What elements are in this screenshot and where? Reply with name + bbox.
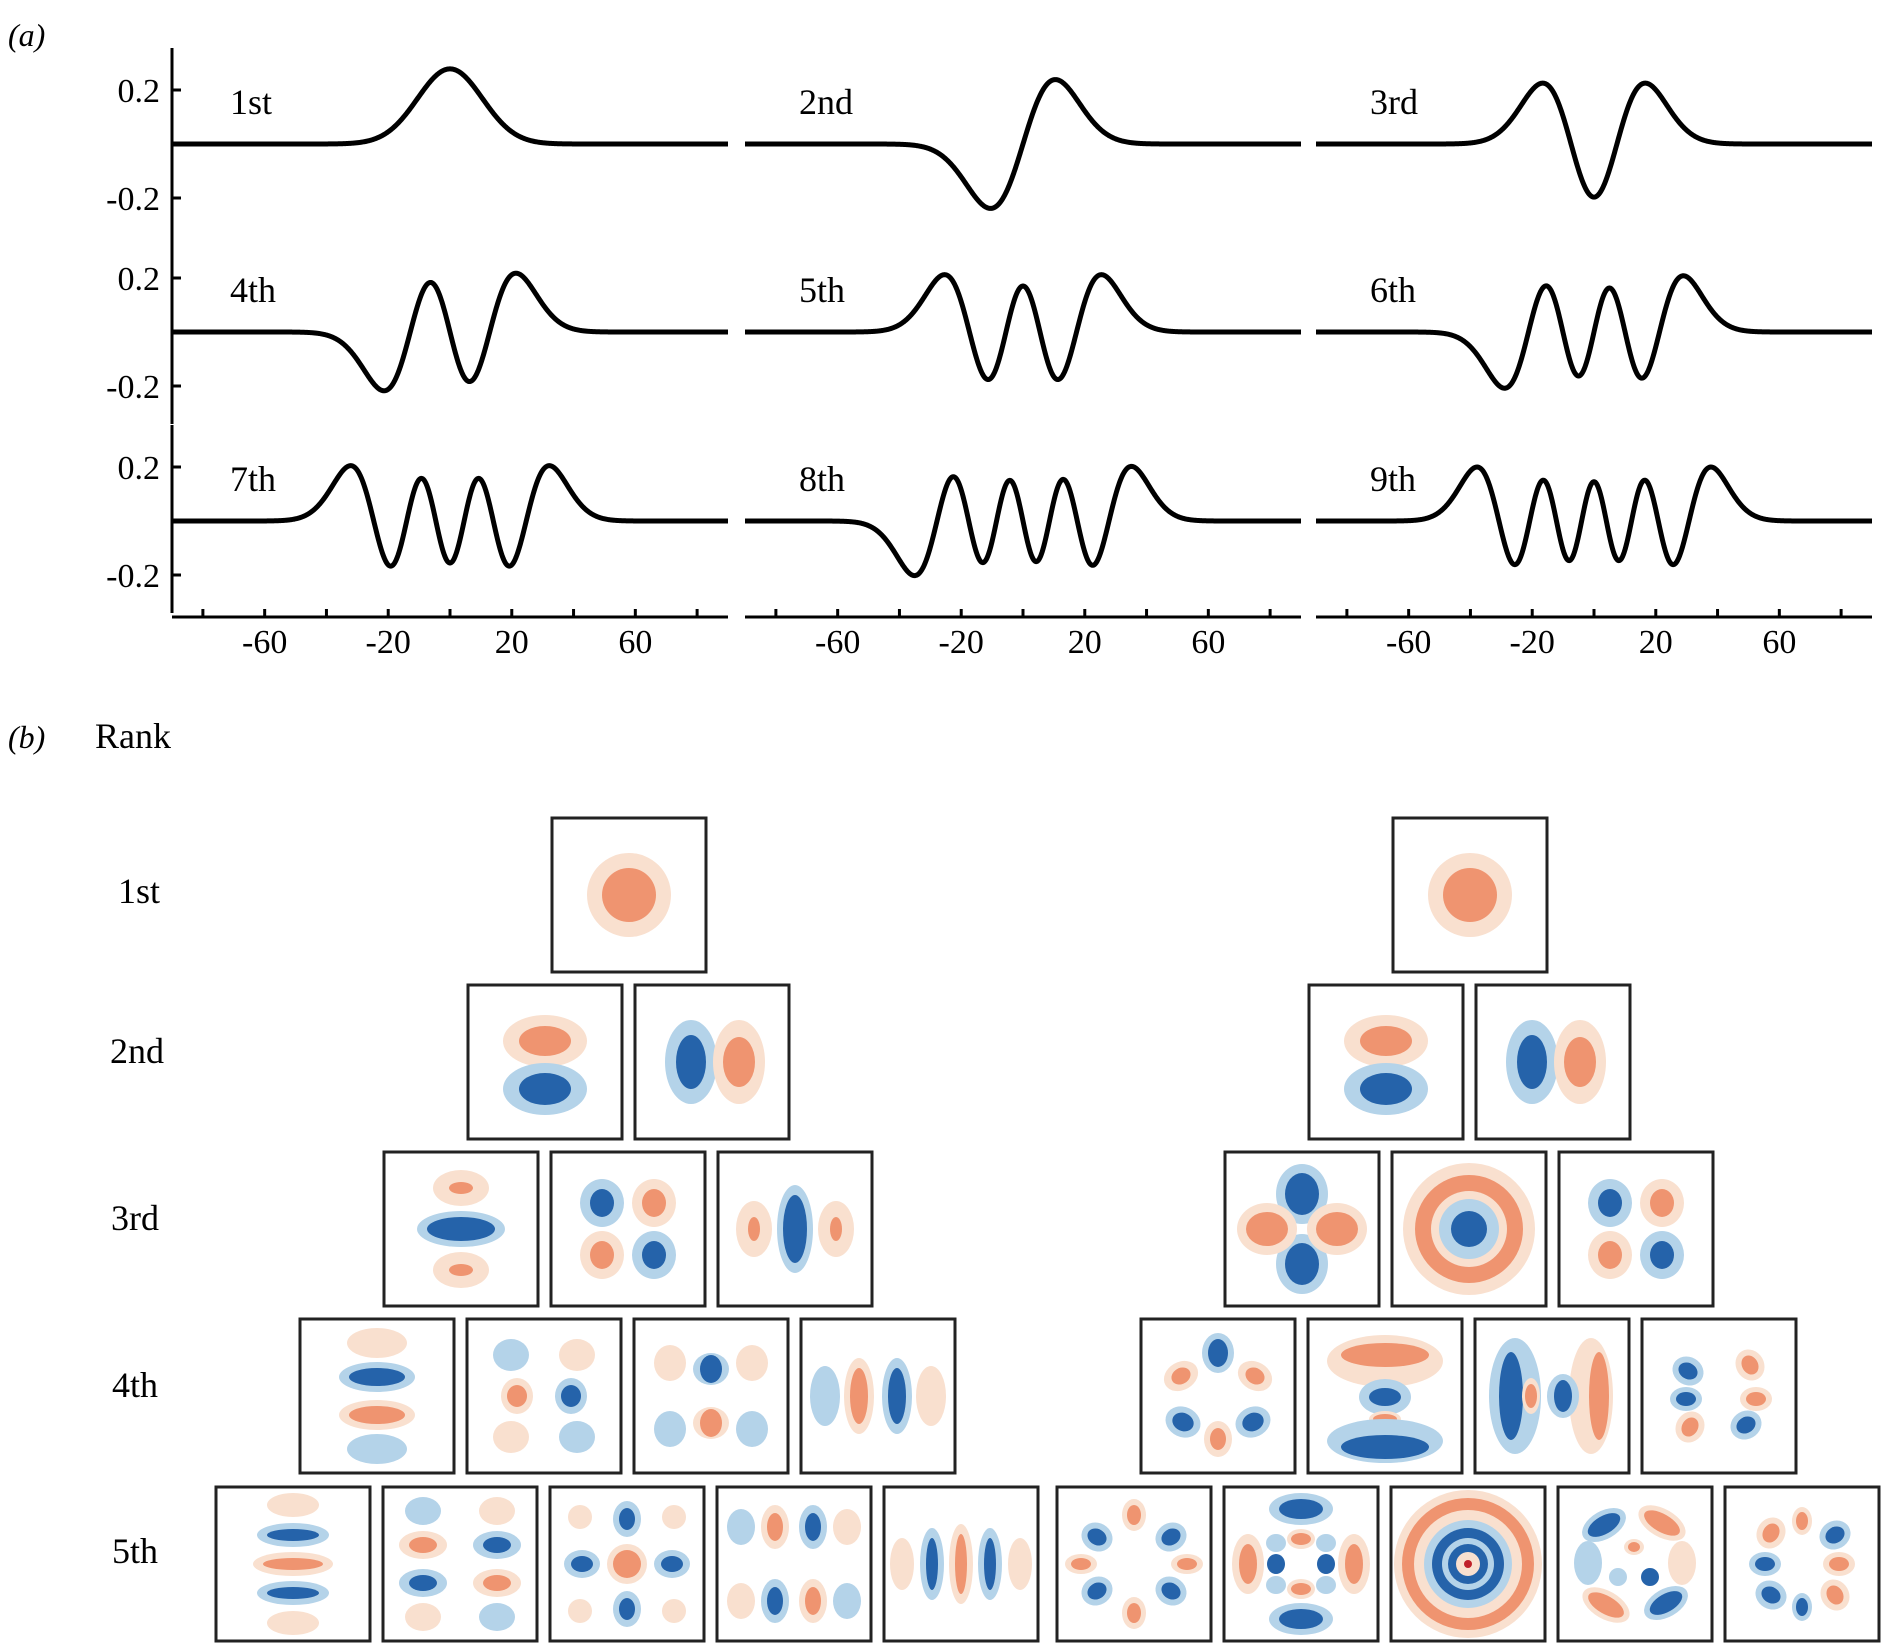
mode-tile-rank4-right-3 — [1473, 1317, 1631, 1475]
mode-tile-rank5-right-3 — [1389, 1485, 1547, 1643]
mode-tile-rank1-right-1 — [1391, 816, 1549, 974]
rank-label-3rd: 3rd — [111, 1198, 159, 1238]
panel-a-line-plots: 1st 2nd 3rd 4th 5th 6th 7th 8th 9th 0.2 -0.2 0.2 -0.… — [106, 48, 1874, 661]
mode-label-5th: 5th — [799, 270, 845, 310]
x-tick-label: 20 — [1639, 624, 1673, 661]
mode-curve-8th — [743, 463, 1303, 579]
y-tick-label: -0.2 — [106, 369, 160, 406]
mode-tile-rank3-left-2 — [549, 1150, 707, 1308]
mode-tile-rank5-left-3 — [548, 1485, 706, 1643]
mode-tile-rank5-left-5 — [882, 1485, 1040, 1643]
mode-curve-5th — [743, 272, 1303, 383]
x-tick-label: -60 — [1386, 624, 1431, 661]
mode-tile-rank2-left-2 — [633, 983, 791, 1141]
x-tick-label: 20 — [1068, 624, 1102, 661]
mode-tile-rank3-right-1 — [1223, 1150, 1381, 1308]
mode-tile-rank5-right-1 — [1055, 1485, 1213, 1643]
mode-curve-3rd — [1314, 80, 1874, 200]
x-tick-label: 60 — [1191, 624, 1225, 661]
mode-label-2nd: 2nd — [799, 82, 853, 122]
mode-tile-rank3-right-3 — [1557, 1150, 1715, 1308]
y-tick-label: 0.2 — [118, 73, 161, 110]
panel-a-label: (a) — [8, 17, 45, 53]
mode-tile-rank4-right-4 — [1640, 1317, 1798, 1475]
mode-tile-rank4-left-3 — [632, 1317, 790, 1475]
x-tick-label: 20 — [495, 624, 529, 661]
mode-tile-rank2-right-1 — [1307, 983, 1465, 1141]
mode-tile-rank3-left-1 — [382, 1150, 540, 1308]
y-tick-label: 0.2 — [118, 450, 161, 487]
mode-tile-rank5-right-5 — [1723, 1485, 1881, 1643]
x-tick-label: -20 — [1510, 624, 1555, 661]
rank-heading: Rank — [95, 716, 171, 756]
mode-label-7th: 7th — [230, 459, 276, 499]
mode-label-4th: 4th — [230, 270, 276, 310]
mode-curve-9th — [1314, 464, 1874, 568]
mode-tile-rank4-left-1 — [298, 1317, 456, 1475]
y-tick-label: -0.2 — [106, 558, 160, 595]
mode-curve-7th — [170, 463, 730, 569]
mode-tile-rank1-left-1 — [550, 816, 708, 974]
mode-curve-4th — [170, 270, 730, 394]
x-tick-label: 60 — [1762, 624, 1796, 661]
y-tick-label: -0.2 — [106, 181, 160, 218]
mode-tile-rank4-right-2 — [1306, 1317, 1464, 1475]
mode-tile-rank5-left-4 — [715, 1485, 873, 1643]
x-tick-label: -60 — [815, 624, 860, 661]
mode-tile-rank3-left-3 — [716, 1150, 874, 1308]
mode-curve-2nd — [743, 77, 1303, 211]
mode-tile-rank4-left-4 — [799, 1317, 957, 1475]
mode-label-6th: 6th — [1370, 270, 1416, 310]
rank-label-2nd: 2nd — [110, 1031, 164, 1071]
y-tick-label: 0.2 — [118, 261, 161, 298]
mode-tile-rank4-left-2 — [465, 1317, 623, 1475]
x-tick-label: 60 — [618, 624, 652, 661]
panel-b-label: (b) — [8, 719, 45, 755]
mode-tile-rank5-left-2 — [381, 1485, 539, 1643]
mode-curve-6th — [1314, 273, 1874, 391]
mode-curve-1st — [170, 66, 730, 147]
x-tick-label: -60 — [242, 624, 287, 661]
mode-tile-rank2-right-2 — [1474, 983, 1632, 1141]
mode-tile-rank3-right-2 — [1390, 1150, 1548, 1308]
mode-label-9th: 9th — [1370, 459, 1416, 499]
mode-label-8th: 8th — [799, 459, 845, 499]
x-tick-label: -20 — [939, 624, 984, 661]
rank-label-4th: 4th — [112, 1365, 158, 1405]
rank-label-5th: 5th — [112, 1531, 158, 1571]
mode-tile-rank5-left-1 — [214, 1485, 372, 1643]
mode-tile-rank4-right-1 — [1139, 1317, 1297, 1475]
mode-label-3rd: 3rd — [1370, 82, 1418, 122]
rank-label-1st: 1st — [118, 871, 160, 911]
panel-b-mode-tiles — [214, 816, 1881, 1643]
mode-label-1st: 1st — [230, 82, 272, 122]
mode-tile-rank5-right-2 — [1222, 1485, 1380, 1643]
x-tick-label: -20 — [366, 624, 411, 661]
mode-tile-rank5-right-4 — [1556, 1485, 1714, 1643]
mode-tile-rank2-left-1 — [466, 983, 624, 1141]
